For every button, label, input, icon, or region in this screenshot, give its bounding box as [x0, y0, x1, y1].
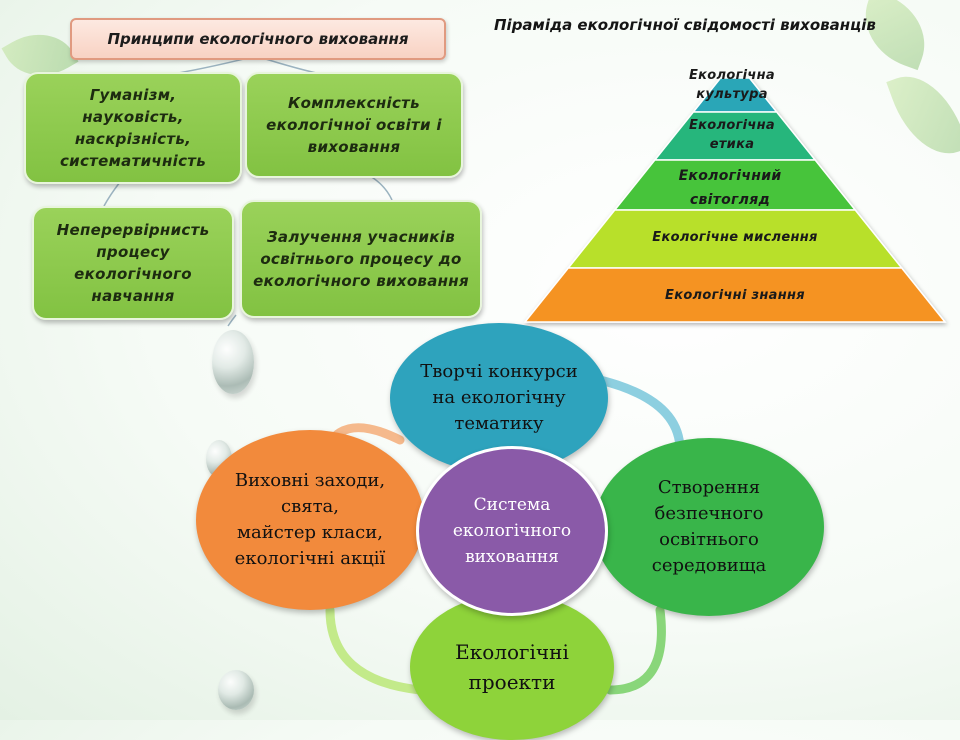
pyramid-level-worldview: Екологічний світогляд [678, 168, 782, 208]
water-drop-decoration [212, 330, 254, 394]
pyramid-level-culture: Екологічна культура [688, 68, 775, 102]
principle-box-humanism: Гуманізм, науковість, наскрізність, сист… [24, 72, 242, 184]
pyramid-level-ethics: Екологічна етика [688, 118, 775, 152]
principle-box-continuity: Неперервірнисть процесу екологічного нав… [32, 206, 234, 320]
pyramid-layer-knowledge [523, 267, 947, 323]
principles-title: Принципи екологічного виховання [70, 18, 446, 60]
pyramid-level-thinking: Екологічне мислення [652, 230, 818, 245]
pyramid-level-knowledge: Екологічні знання [665, 288, 805, 303]
cycle-node-educational-events: Виховні заходи, свята, майстер класи, ек… [196, 430, 424, 610]
cycle-node-safe-environment: Створення безпечного освітнього середови… [594, 438, 824, 616]
pyramid-title: Піраміда екологічної свідомості вихованц… [494, 16, 876, 34]
water-drop-decoration [218, 670, 254, 710]
cycle-center-system: Система екологічного виховання [416, 446, 608, 616]
pyramid-chart [523, 77, 947, 323]
principle-box-complexity: Комплексність екологічної освіти і вихов… [245, 72, 463, 178]
principle-box-involvement: Залучення учасників освітнього процесу д… [240, 200, 482, 318]
cycle-node-eco-projects: Екологічні проекти [410, 594, 614, 740]
